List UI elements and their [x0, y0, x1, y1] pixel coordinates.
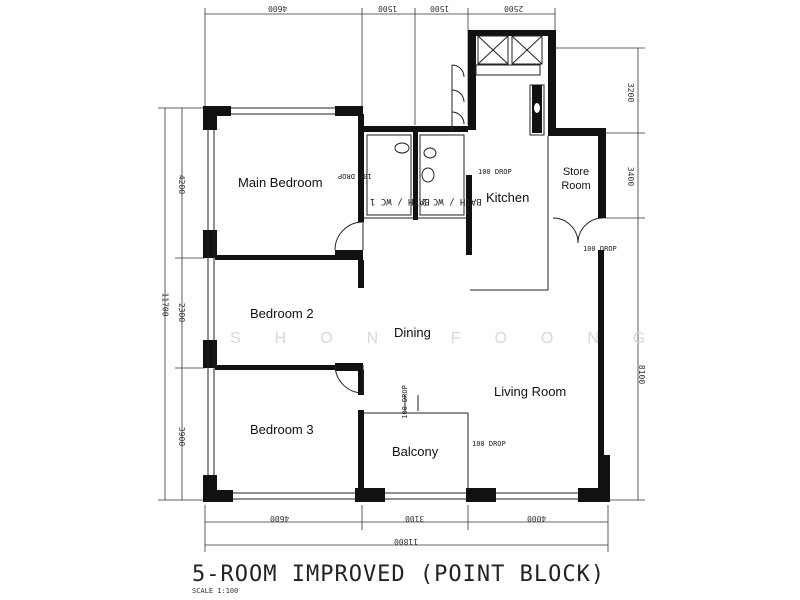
dim-bottom-2: 3100 — [405, 514, 425, 523]
room-bath-wc-2: BATH / WC 2 — [422, 196, 482, 206]
drop-tag-bath: 100 DROP — [338, 172, 372, 180]
watermark: SHON FOONG — [230, 330, 680, 347]
room-store-room: Store Room — [561, 166, 591, 192]
room-kitchen: Kitchen — [486, 190, 530, 205]
plan-scale: SCALE 1:100 — [192, 587, 239, 595]
dim-top-3: 1500 — [430, 4, 450, 13]
kitchen-fixtures — [475, 35, 545, 136]
balcony-railing — [404, 395, 419, 411]
dim-left-2: 2300 — [177, 302, 187, 323]
room-bath-wc-1: BATH / WC 1 — [370, 196, 430, 206]
dim-top-1: 4600 — [268, 4, 288, 13]
drop-tag-store: 100 DROP — [583, 245, 617, 253]
bottom-dimension-lines — [204, 505, 609, 552]
drop-tag-kitchen: 100 DROP — [478, 168, 512, 176]
drop-tag-balcony: 100 DROP — [400, 385, 409, 419]
dim-top-2: 1500 — [378, 4, 398, 13]
plan-title: 5-ROOM IMPROVED (POINT BLOCK) — [192, 562, 606, 587]
dim-right-2: 3400 — [626, 166, 636, 187]
bath-fixtures — [366, 134, 465, 216]
walls — [203, 30, 610, 502]
room-dining: Dining — [394, 325, 431, 340]
left-dimension-lines — [158, 107, 205, 501]
dim-top-4: 2500 — [504, 4, 524, 13]
room-living-room: Living Room — [494, 384, 567, 399]
door-swings — [334, 64, 604, 394]
room-balcony: Balcony — [392, 444, 439, 459]
dim-left-1: 4200 — [177, 174, 187, 195]
dim-right-3: 8100 — [637, 364, 647, 385]
dim-left-total: 11700 — [160, 292, 170, 317]
room-bedroom-2: Bedroom 2 — [250, 306, 314, 321]
dim-bottom-total: 11800 — [394, 537, 419, 546]
room-bedroom-3: Bedroom 3 — [250, 422, 314, 437]
dim-left-3: 3900 — [177, 426, 187, 447]
dim-bottom-3: 4000 — [527, 514, 547, 523]
room-main-bedroom: Main Bedroom — [238, 175, 323, 190]
drop-tag-living: 100 DROP — [472, 440, 506, 448]
dim-bottom-1: 4600 — [270, 514, 290, 523]
dim-right-1: 3200 — [626, 82, 636, 103]
top-dimension-lines — [204, 8, 556, 125]
